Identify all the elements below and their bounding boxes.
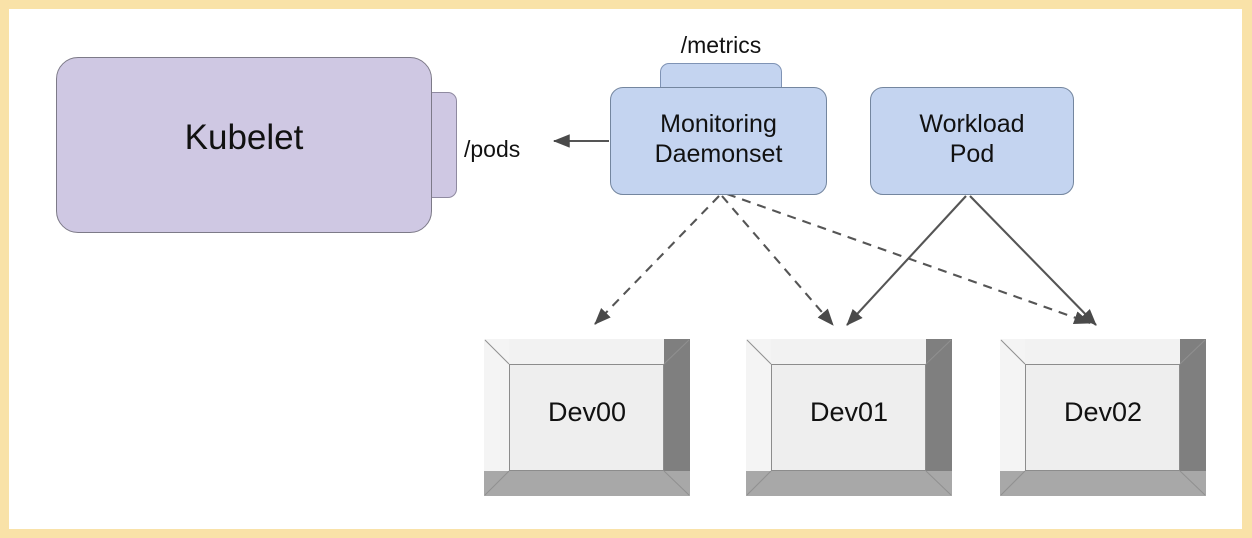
- node-dev00[interactable]: Dev00: [484, 339, 690, 496]
- dev01-bevel-right: [926, 339, 952, 496]
- dev02-mitre-lines: [1000, 339, 1206, 496]
- edge-monitoring-to-dev02: [726, 193, 1091, 325]
- metrics-port-label: /metrics: [680, 32, 762, 58]
- dev00-bevel-left: [484, 339, 509, 496]
- dev00-bevel-right: [664, 339, 690, 496]
- dev01-mitre-lines: [746, 339, 952, 496]
- pods-port-label: /pods: [464, 136, 521, 162]
- dev02-bevel-top: [1000, 339, 1206, 364]
- dev00-bevel-top: [484, 339, 690, 364]
- node-dev01[interactable]: Dev01: [746, 339, 952, 496]
- dev00-mitre-lines: [484, 339, 690, 496]
- dev02-bevel-left: [1000, 339, 1025, 496]
- node-workload-pod[interactable]: Workload Pod: [870, 87, 1074, 195]
- dev00-bevel-bottom: [484, 471, 690, 496]
- edge-monitoring-to-dev01: [721, 195, 834, 326]
- dev01-bevel-top: [746, 339, 952, 364]
- edge-workload-to-dev02: [969, 195, 1097, 326]
- dev00-panel: [509, 364, 664, 471]
- diagram-canvas: Kubelet /pods /metrics Monitoring Daemon…: [9, 9, 1242, 529]
- dev02-bevel-bottom: [1000, 471, 1206, 496]
- node-dev02[interactable]: Dev02: [1000, 339, 1206, 496]
- dev02-bevel-right: [1180, 339, 1206, 496]
- dev02-panel: [1025, 364, 1180, 471]
- dev01-bevel-bottom: [746, 471, 952, 496]
- node-workload-pod-label: Workload Pod: [919, 110, 1025, 168]
- edge-monitoring-to-dev00: [594, 195, 720, 325]
- dev01-bevel-left: [746, 339, 771, 496]
- node-kubelet-label: Kubelet: [184, 118, 304, 157]
- node-monitoring-daemonset-label: Monitoring Daemonset: [654, 110, 783, 168]
- edge-workload-to-dev01: [846, 195, 967, 326]
- node-kubelet[interactable]: Kubelet: [56, 57, 432, 233]
- dev01-panel: [771, 364, 926, 471]
- node-monitoring-daemonset[interactable]: Monitoring Daemonset: [610, 87, 827, 195]
